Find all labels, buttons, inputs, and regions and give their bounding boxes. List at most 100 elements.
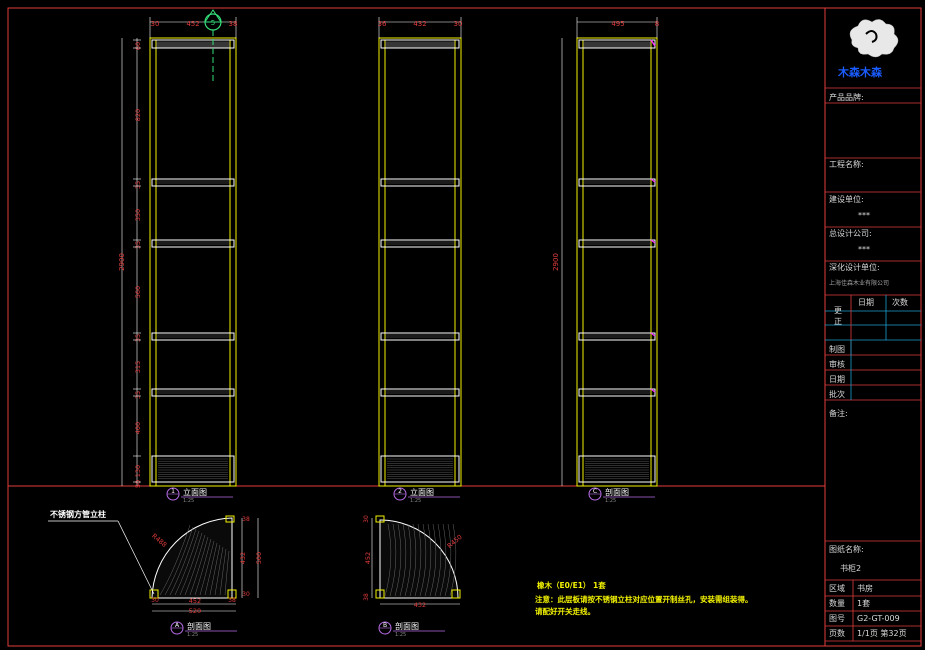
wood-grain — [179, 532, 203, 596]
bottom-drawer — [578, 455, 656, 483]
dim-text: 315 — [134, 361, 142, 373]
wood-grain — [199, 540, 215, 596]
bottom-drawer — [380, 455, 460, 483]
top-board — [380, 39, 460, 49]
designer-label: 总设计公司: — [829, 229, 872, 238]
post-b3 — [375, 515, 385, 523]
wood-grain — [214, 546, 224, 596]
wood-grain — [384, 523, 392, 597]
dim-text: 520 — [189, 607, 201, 615]
shelf-board — [578, 388, 656, 397]
view-b-title: 剖面图 — [395, 621, 419, 631]
builder-value: *** — [858, 211, 870, 220]
note-material: 橡木（E0/E1） 1套 — [537, 580, 606, 590]
wood-grain — [434, 523, 442, 597]
plan-a-shelf — [151, 517, 233, 599]
shelf-board — [380, 332, 460, 341]
dim-text: 432 — [413, 20, 426, 28]
section-number: 5 — [211, 19, 215, 27]
wood-grain — [409, 523, 417, 597]
view-2-num: 2 — [398, 488, 402, 495]
view-1-scale: 1:25 — [183, 498, 194, 504]
project-label: 工程名称: — [829, 160, 864, 169]
shelf-board — [380, 178, 460, 187]
dim-text: 30 — [151, 20, 160, 28]
wood-grain — [194, 538, 212, 596]
dim-text: 500 — [255, 552, 263, 564]
view-b-scale: 1:25 — [395, 632, 406, 638]
dim-text: 452 — [186, 20, 199, 28]
bottom-drawer — [151, 455, 235, 483]
dim-text: 35 — [134, 181, 142, 189]
wood-grain — [224, 550, 230, 596]
date-label: 日期 — [829, 375, 845, 384]
product-label: 产品品牌: — [829, 93, 864, 102]
drawing-name-label: 图纸名称: — [829, 545, 864, 554]
view-c-num: C — [593, 488, 597, 495]
dim-text: 8 — [655, 20, 659, 28]
view-a-title: 剖面图 — [187, 621, 211, 631]
logo-icon-swirl — [865, 30, 878, 43]
wood-grain — [164, 526, 194, 596]
page-label: 页数 — [829, 629, 845, 638]
cabinet-outline — [378, 37, 462, 487]
shelf-board — [578, 332, 656, 341]
area-value: 书房 — [857, 584, 873, 593]
deepen-value: 上海佳森木业有限公司 — [829, 280, 890, 287]
dim-text: 60 — [134, 42, 142, 50]
wood-grain — [159, 524, 191, 596]
remark-label: 备注: — [829, 409, 848, 418]
dim-text: 30 — [151, 597, 159, 604]
rev-date: 日期 — [858, 298, 874, 307]
section-arrow — [204, 9, 222, 23]
qty-label: 数量 — [829, 599, 845, 608]
area-label: 区域 — [829, 584, 845, 593]
no-label: 图号 — [829, 614, 845, 623]
view-1-title: 立面图 — [183, 487, 207, 497]
wood-grain — [189, 536, 209, 596]
cabinet-outline — [576, 37, 658, 487]
approve-label: 批次 — [829, 390, 845, 399]
review-label: 审核 — [829, 360, 845, 369]
wood-grain — [429, 523, 437, 597]
wood-grain — [184, 534, 206, 596]
dim-text: 2900 — [552, 253, 560, 271]
draw-label: 制图 — [829, 345, 845, 354]
logo-text: 木森木森 — [838, 66, 882, 79]
dim-text: 35 — [134, 241, 142, 249]
connector-mark — [650, 178, 656, 183]
dim-text: 452 — [364, 552, 372, 564]
plan-b-shelf — [379, 519, 459, 599]
qty-value: 1套 — [857, 599, 871, 608]
shelf-board — [151, 178, 235, 187]
deepen-label: 深化设计单位: — [829, 263, 880, 272]
shelf-board — [380, 388, 460, 397]
dim-text: 38 — [228, 597, 236, 604]
drawing-name-value: 书柜2 — [840, 564, 862, 573]
sheet-border — [7, 7, 922, 647]
connector-mark — [650, 239, 656, 244]
dim-text: 2900 — [118, 253, 126, 271]
dim-text: 560 — [134, 286, 142, 298]
top-board — [578, 39, 656, 49]
rev-count: 次数 — [892, 298, 908, 307]
top-board — [151, 39, 235, 49]
wood-grain — [439, 523, 447, 597]
dim-text: 50 — [134, 480, 142, 488]
view-c-title: 剖面图 — [605, 487, 629, 497]
view-a-scale: 1:25 — [187, 632, 198, 638]
view-a-num: A — [175, 622, 180, 629]
wood-grain — [219, 548, 227, 596]
designer-value: *** — [858, 245, 870, 254]
dim-text: 495 — [611, 20, 624, 28]
wood-grain — [399, 523, 407, 597]
shelf-board — [151, 332, 235, 341]
cabinet-outline — [149, 37, 237, 487]
wood-grain — [394, 523, 402, 597]
wood-grain — [174, 530, 200, 596]
dim-text: 400 — [134, 422, 142, 434]
view-b-num: B — [383, 622, 387, 629]
dim-text: 432 — [414, 601, 426, 609]
dim-text: 452 — [189, 597, 201, 605]
